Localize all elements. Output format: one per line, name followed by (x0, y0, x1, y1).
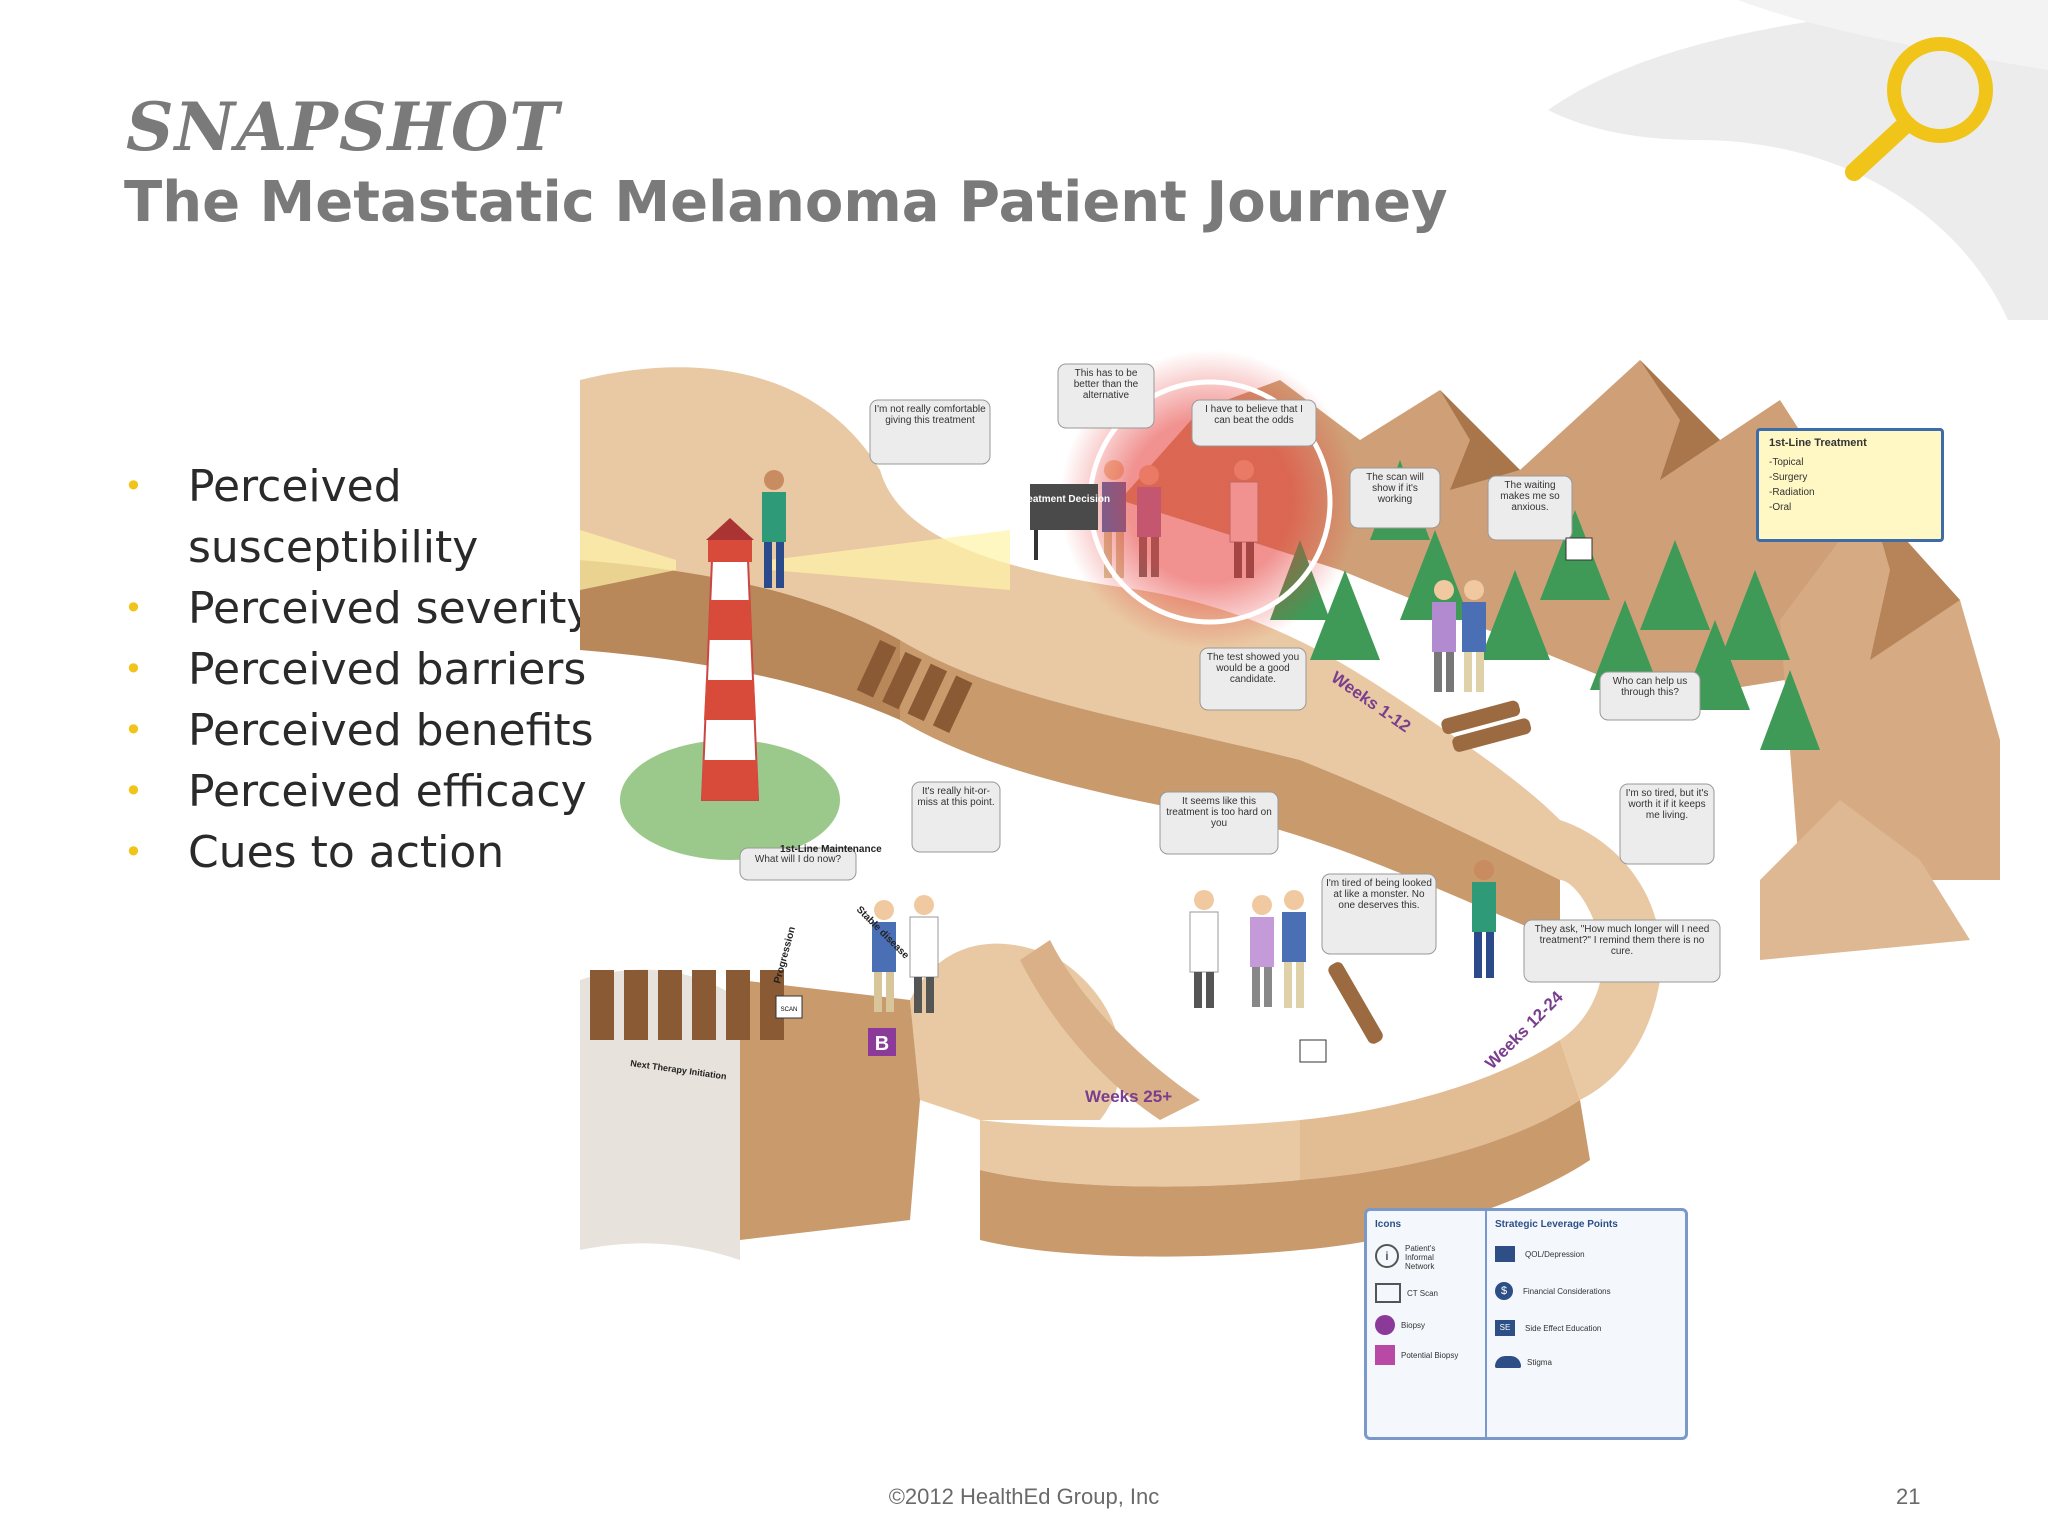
bubble-text: It's really hit-or-miss at this point. (917, 786, 995, 808)
bullet-text: Cues to action (188, 827, 505, 878)
bubble-text: This has to be better than the alternati… (1073, 368, 1139, 401)
bubble-text: The waiting makes me so anxious. (1500, 480, 1560, 513)
bullet-dot-icon: • (124, 650, 143, 688)
biopsy-icon: B (868, 1028, 896, 1056)
treatment-item: -Oral (1769, 502, 1792, 513)
treatment-box: 1st-Line Treatment -Topical -Surgery -Ra… (1756, 428, 1944, 542)
magnifier-icon (1845, 37, 1993, 181)
weeks-25-label: Weeks 25+ (1085, 1087, 1172, 1106)
legend-label: Financial Considerations (1523, 1286, 1611, 1296)
bridges (590, 640, 1532, 1044)
bullet-item: • Perceived benefits (120, 700, 640, 761)
bubble-text: I'm tired of being looked at like a mons… (1326, 878, 1432, 911)
legend-row: i Patient's Informal Network (1375, 1244, 1477, 1271)
legend-label: Potential Biopsy (1401, 1350, 1459, 1360)
bullet-dot-icon: • (124, 589, 143, 627)
biopsy-letter: B (875, 1033, 889, 1055)
legend-label: Biopsy (1401, 1320, 1426, 1330)
bullet-text: Perceived barriers (188, 644, 587, 695)
legend-label: CT Scan (1407, 1288, 1438, 1298)
speech-bubble: The waiting makes me so anxious. (1487, 475, 1573, 541)
bullet-item: • Cues to action (120, 822, 640, 883)
legend-row: SE Side Effect Education (1495, 1320, 1677, 1336)
stigma-icon (1495, 1356, 1521, 1368)
legend-row: Biopsy (1375, 1315, 1477, 1335)
bubble-text: The test showed you would be a good cand… (1206, 652, 1300, 685)
treatment-item: -Radiation (1769, 487, 1815, 498)
speech-bubble: The test showed you would be a good cand… (1199, 647, 1307, 711)
legend-row: $ Financial Considerations (1495, 1282, 1677, 1300)
speech-bubble: I'm so tired, but it's worth it if it ke… (1619, 783, 1715, 865)
bullet-text: Perceived susceptibility (188, 461, 479, 573)
bullet-item: • Perceived efficacy (120, 761, 640, 822)
maintenance-label: 1st-Line Maintenance (780, 844, 882, 855)
treatment-box-title: 1st-Line Treatment (1769, 437, 1867, 449)
bullet-item: • Perceived barriers (120, 639, 640, 700)
legend-label: QOL/Depression (1525, 1249, 1585, 1259)
ct-scan-icon (1375, 1283, 1401, 1303)
bullet-text: Perceived efficacy (188, 766, 587, 817)
lighthouse-icon (580, 518, 1010, 860)
potential-biopsy-icon (1375, 1345, 1395, 1365)
legend-label: Side Effect Education (1525, 1323, 1602, 1333)
middle-road (910, 820, 1662, 1257)
legend-icons-header: Icons (1375, 1219, 1402, 1230)
bubble-text: I have to believe that I can beat the od… (1205, 404, 1303, 426)
bullet-dot-icon: • (124, 772, 143, 810)
page-number: 21 (1896, 1484, 1921, 1509)
bubble-text: The scan will show if it's working (1366, 472, 1424, 505)
legend-row: QOL/Depression (1495, 1246, 1677, 1262)
dollar-icon: $ (1495, 1282, 1513, 1300)
bullet-item: • Perceived severity (120, 578, 640, 639)
speech-bubble: It's really hit-or-miss at this point. (911, 781, 1001, 853)
bullet-dot-icon: • (124, 467, 143, 505)
speech-bubble: I'm not really comfortable giving this t… (869, 399, 991, 465)
biopsy-legend-icon (1375, 1315, 1395, 1335)
legend-row: CT Scan (1375, 1283, 1477, 1303)
bullet-dot-icon: • (124, 711, 143, 749)
legend-row: Potential Biopsy (1375, 1345, 1477, 1365)
bubble-text: Who can help us through this? (1612, 676, 1688, 698)
legend-leverage-header: Strategic Leverage Points (1495, 1219, 1618, 1230)
scan-label: SCAN (781, 1007, 798, 1013)
bullet-list: • Perceived susceptibility • Perceived sev… (120, 456, 640, 883)
bubble-text: I'm not really comfortable giving this t… (874, 404, 986, 426)
copyright-footer: ©2012 HealthEd Group, Inc (888, 1484, 1160, 1509)
legend-panel: Icons i Patient's Informal Network CT Sc… (1364, 1208, 1688, 1440)
legend-label: Stigma (1527, 1357, 1552, 1367)
treatment-item: -Surgery (1769, 472, 1808, 483)
treatment-decision-label: Treatment Decision (1018, 494, 1110, 505)
speech-bubble: Who can help us through this? (1599, 671, 1701, 721)
speech-bubble: This has to be better than the alternati… (1057, 363, 1155, 429)
speech-bubble: They ask, "How much longer will I need t… (1523, 919, 1721, 983)
slide-title: SNAPSHOT (126, 88, 560, 166)
speech-bubble: The scan will show if it's working (1349, 467, 1441, 529)
treatment-decision-sign: Treatment Decision (1018, 484, 1110, 560)
network-icon: i (1375, 1244, 1399, 1268)
bullet-text: Perceived benefits (188, 705, 594, 756)
bullet-dot-icon: • (124, 833, 143, 871)
slide-subtitle: The Metastatic Melanoma Patient Journey (124, 170, 1448, 235)
speech-bubble: It seems like this treatment is too hard… (1159, 791, 1279, 855)
speech-bubble: I'm tired of being looked at like a mons… (1321, 873, 1437, 955)
side-effect-icon: SE (1495, 1320, 1515, 1336)
legend-icons-column: Icons i Patient's Informal Network CT Sc… (1367, 1211, 1487, 1437)
legend-row: Stigma (1495, 1356, 1677, 1368)
progression-label: Progression (772, 926, 798, 985)
scan-icons: SCAN (775, 537, 1593, 1063)
bubble-text: They ask, "How much longer will I need t… (1534, 924, 1710, 957)
house-icon (1495, 1246, 1515, 1262)
speech-bubble: What will I do now? (739, 847, 857, 881)
bubble-text: What will I do now? (754, 854, 842, 865)
bullet-item: • Perceived susceptibility (120, 456, 640, 578)
legend-leverage-column: Strategic Leverage Points QOL/Depression… (1487, 1211, 1685, 1437)
patient-journey-illustration: Treatment Decision I'm not really comfor… (580, 350, 2000, 1260)
treatment-item: -Topical (1769, 457, 1804, 468)
bullet-text: Perceived severity (188, 583, 593, 634)
speech-bubble: I have to believe that I can beat the od… (1191, 399, 1317, 447)
bubble-text: I'm so tired, but it's worth it if it ke… (1625, 788, 1709, 821)
legend-label: Patient's Informal Network (1405, 1244, 1436, 1271)
bubble-text: It seems like this treatment is too hard… (1166, 796, 1272, 829)
